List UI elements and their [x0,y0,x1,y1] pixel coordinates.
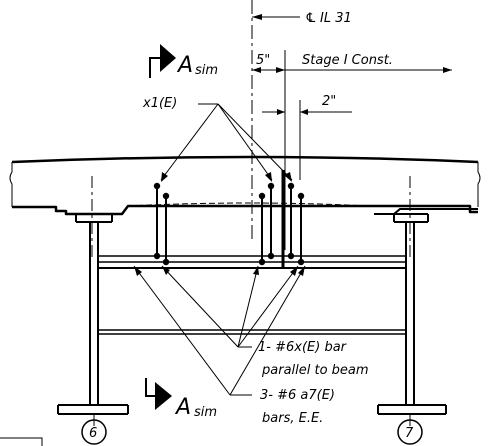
dim-2-label: 2" [322,94,336,109]
rebar-group [153,170,305,268]
rebar-dot [258,192,266,200]
rebar-dot [162,258,170,266]
note1-arrow-icon [253,266,259,275]
beam-7-bubble [397,419,423,445]
dim2-right-arrow-icon [300,109,308,115]
rebar-dot [297,192,305,200]
rebar-dot [297,258,305,266]
rebar-dot [258,258,266,266]
beam-6-label: 6 [89,426,97,441]
note1-arrow-icon [290,266,298,276]
stage-dimension [252,50,452,250]
section-top-sub: sim [195,63,218,78]
note1-arrow-icon [162,266,170,275]
centerline-symbol: ℄ [305,11,317,26]
section-bottom-arrow-icon [155,382,172,410]
section-top-arrow-icon [160,44,176,72]
centerline-arrow-icon [252,14,262,20]
section-top-letter: A [176,53,193,78]
note1-leaders [161,265,299,348]
section-arrow-bottom [145,378,172,410]
note2-arrow-icon [134,266,142,276]
section-arrow-top [149,44,176,78]
stage-label: Stage I Const. [302,53,393,68]
stage-arrow-icon [443,67,452,73]
note1-line2: parallel to beam [261,363,369,378]
beam-7 [377,176,447,445]
x1e-leaders [160,103,293,182]
rebar-dot [153,252,161,260]
note2-leaders [133,265,306,396]
dim2-left-arrow-icon [277,109,285,115]
rebar-dot [153,182,161,190]
x1e-arrow-icon [284,172,292,182]
note2-arrow-icon [298,266,305,276]
note1-line1: 1- #6x(E) bar [258,340,348,355]
note2-line1: 3- #6 a7(E) [260,388,335,403]
section-bottom-sub: sim [194,405,217,420]
rebar-dot [287,252,295,260]
note2-line2: bars, E.E. [262,411,323,426]
rebar-dot [162,192,170,200]
x1e-arrow-icon [265,172,272,182]
beam-6 [57,176,129,445]
rebar-dot [287,182,295,190]
x1e-label: x1(E) [142,96,177,111]
rebar-dot [267,182,275,190]
x1e-arrow-icon [161,172,168,182]
centerline-group [251,0,300,240]
beam-6-bubble [81,419,107,445]
diaphragm [98,255,406,335]
centerline-label: IL 31 [320,11,352,26]
dim2-group [262,100,352,180]
dim5-left-arrow-icon [252,67,261,73]
dim5-right-arrow-icon [276,67,285,73]
rebar-dot [267,252,275,260]
section-bottom-letter: A [174,395,191,420]
dim-5-label: 5" [256,53,270,68]
corner-mark [0,437,43,446]
beam-7-label: 7 [405,426,414,441]
